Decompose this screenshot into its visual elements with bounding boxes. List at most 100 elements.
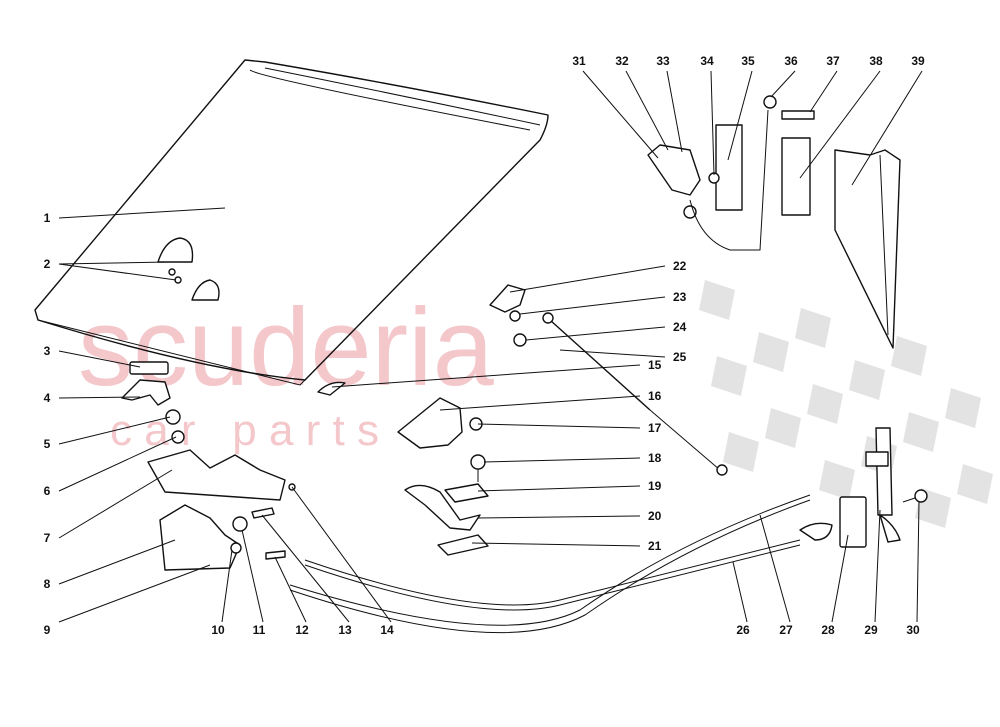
- callout-number: 35: [741, 54, 755, 68]
- leader-line: [58, 263, 177, 281]
- callout-number: 26: [736, 623, 750, 637]
- leader-line: [471, 542, 641, 547]
- leader-line: [241, 529, 264, 623]
- callout-number: 20: [648, 509, 662, 523]
- leader-line: [477, 515, 641, 519]
- callout-number: 32: [615, 54, 629, 68]
- flag-square: [849, 360, 885, 400]
- leader-line: [58, 207, 226, 219]
- callout-number: 16: [648, 389, 662, 403]
- leader-line: [916, 501, 920, 623]
- leader-line: [759, 514, 791, 623]
- leader-line: [477, 423, 641, 429]
- checkered-flag-watermark: [699, 280, 993, 528]
- callout-number: 27: [779, 623, 793, 637]
- callout-number: 31: [572, 54, 586, 68]
- callout-number: 17: [648, 421, 662, 435]
- callout-number: 10: [211, 623, 225, 637]
- callout-number: 4: [44, 391, 51, 405]
- leader-line: [274, 556, 307, 623]
- callout-number: 34: [700, 54, 714, 68]
- leader-line: [58, 469, 173, 539]
- callout-number: 14: [380, 623, 394, 637]
- leader-line: [58, 396, 141, 399]
- callout-number: 29: [864, 623, 878, 637]
- leader-line: [221, 549, 233, 623]
- flag-square: [945, 388, 981, 428]
- callout-number: 1: [44, 211, 51, 225]
- callout-number: 38: [869, 54, 883, 68]
- leader-line: [799, 70, 881, 179]
- flag-square: [765, 408, 801, 448]
- leader-line: [851, 70, 923, 186]
- leader-line: [58, 436, 177, 492]
- leader-line: [58, 539, 176, 585]
- callout-number: 8: [44, 577, 51, 591]
- leader-line: [710, 70, 715, 176]
- striker-brackets: [397, 397, 489, 556]
- leader-line: [483, 457, 641, 463]
- flag-square: [819, 460, 855, 500]
- safety-catch: [839, 427, 928, 548]
- leader-line: [477, 485, 641, 492]
- flag-square: [957, 464, 993, 504]
- callout-number: 5: [44, 437, 51, 451]
- leader-line: [58, 416, 171, 445]
- hood-panel: [34, 59, 549, 396]
- callout-number: 19: [648, 479, 662, 493]
- leader-line: [525, 326, 666, 341]
- callout-number: 11: [253, 623, 266, 637]
- callout-number: 30: [906, 623, 920, 637]
- flag-square: [723, 432, 759, 472]
- leader-line: [58, 564, 211, 623]
- flag-square: [699, 280, 735, 320]
- flag-square: [753, 332, 789, 372]
- leader-line: [874, 509, 881, 623]
- flag-square: [903, 412, 939, 452]
- callout-number: 12: [295, 623, 309, 637]
- leader-line: [559, 349, 666, 358]
- gas-strut: [489, 284, 728, 476]
- leader-line: [519, 296, 666, 315]
- callout-number: 7: [44, 531, 51, 545]
- latch-assembly: [121, 361, 296, 571]
- leader-line: [582, 70, 659, 159]
- callout-number: 37: [826, 54, 840, 68]
- callout-number: 33: [656, 54, 670, 68]
- callout-number: 22: [673, 259, 687, 273]
- leader-line: [58, 350, 141, 368]
- leader-line: [291, 486, 392, 623]
- callout-number: 21: [648, 539, 662, 553]
- leader-line: [770, 70, 796, 98]
- release-cables: [289, 494, 833, 634]
- callout-number: 23: [673, 290, 687, 304]
- callout-number: 13: [338, 623, 352, 637]
- leader-line: [331, 364, 641, 388]
- hinge-assembly: [647, 95, 901, 349]
- callout-number: 28: [821, 623, 835, 637]
- flag-square: [807, 384, 843, 424]
- leader-line: [625, 70, 669, 151]
- leader-line: [439, 395, 641, 411]
- leader-line: [809, 70, 838, 113]
- leader-line: [509, 265, 666, 293]
- flag-square: [891, 336, 927, 376]
- leader-line: [831, 534, 849, 623]
- callout-number: 25: [673, 350, 687, 364]
- callout-number: 39: [911, 54, 925, 68]
- leader-lines: [58, 70, 923, 623]
- leader-line: [261, 514, 350, 623]
- flag-square: [795, 308, 831, 348]
- callout-number: 6: [44, 484, 51, 498]
- callout-number: 36: [784, 54, 798, 68]
- callout-number: 15: [648, 358, 662, 372]
- callout-number: 2: [44, 257, 51, 271]
- leader-line: [58, 261, 169, 265]
- watermark-subtitle: c a r p a r t s: [110, 406, 379, 455]
- flag-square: [711, 356, 747, 396]
- callout-number: 3: [44, 344, 51, 358]
- callout-number: 9: [44, 623, 51, 637]
